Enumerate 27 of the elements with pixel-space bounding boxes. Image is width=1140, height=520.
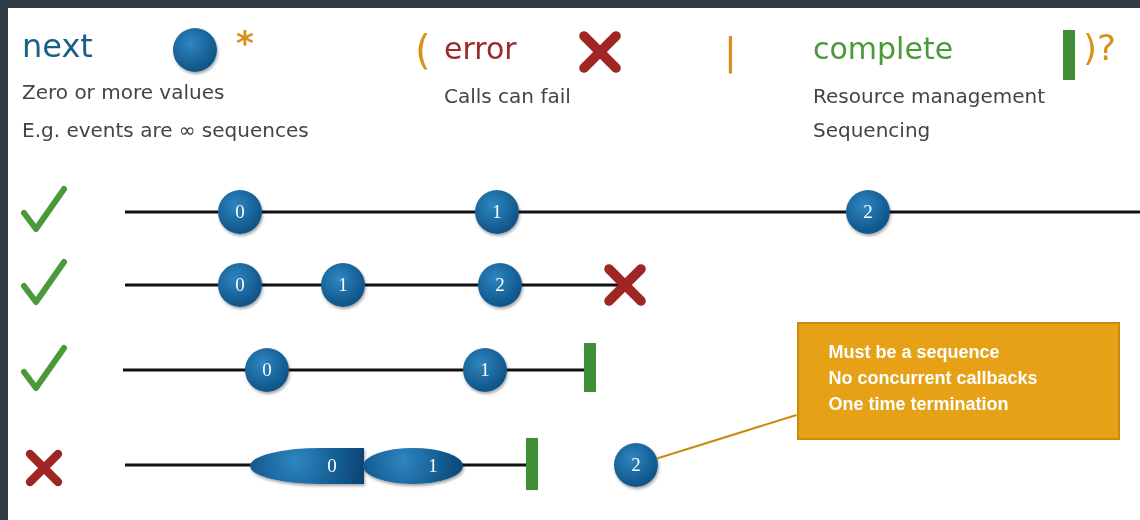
description: Resource management [813, 86, 1046, 106]
heading: complete [813, 34, 954, 64]
marble: 1 [463, 348, 507, 392]
marble: 1 [475, 190, 519, 234]
callout-text: One time termination [828, 394, 1010, 415]
marble: 0 [245, 348, 289, 392]
symbol: ( [415, 30, 431, 70]
marble: 1 [363, 448, 463, 484]
description: Zero or more values [22, 82, 225, 102]
marble: 2 [614, 443, 658, 487]
leader-line [656, 414, 798, 460]
callout-text: Must be a sequence [828, 342, 1001, 363]
callout-text: No concurrent callbacks [828, 368, 1039, 389]
heading: error [444, 34, 517, 64]
callout-box [796, 322, 1120, 440]
description: Calls can fail [444, 86, 571, 106]
marble: 2 [478, 263, 522, 307]
marble: 0 [218, 263, 262, 307]
symbol: * [236, 26, 254, 60]
marble: 0 [218, 190, 262, 234]
marble: 0 [250, 448, 364, 484]
description: E.g. events are ∞ sequences [22, 120, 309, 140]
heading: next [22, 30, 93, 62]
symbol: )? [1083, 30, 1117, 66]
marble: 1 [321, 263, 365, 307]
description: Sequencing [813, 120, 931, 140]
marble: 2 [846, 190, 890, 234]
